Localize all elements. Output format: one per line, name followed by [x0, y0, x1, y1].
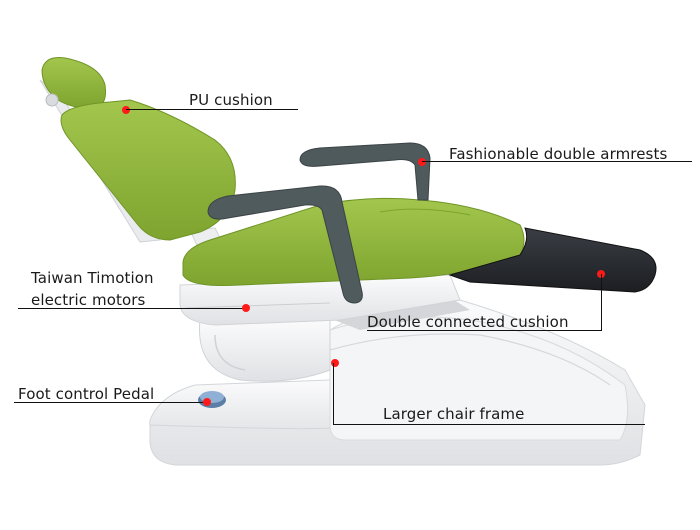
backrest-cushion	[60, 99, 236, 241]
leader-line-motors	[18, 308, 246, 309]
label-frame: Larger chair frame	[383, 405, 525, 423]
label-armrests: Fashionable double armrests	[449, 145, 668, 163]
leader-line-armrests	[422, 161, 692, 162]
headrest	[41, 57, 106, 109]
label-double-cushion: Double connected cushion	[367, 313, 569, 331]
label-pu-cushion: PU cushion	[189, 91, 273, 109]
marker-frame	[331, 359, 339, 367]
chair-base	[149, 299, 646, 466]
foot-pedal	[198, 391, 226, 408]
marker-foot-pedal	[203, 398, 211, 406]
front-armrest	[207, 185, 363, 304]
leader-line-double-cushion	[367, 330, 602, 331]
leader-line-pu-cushion	[126, 109, 298, 110]
leader-line-frame-vertical	[333, 363, 334, 424]
rear-armrest	[299, 142, 431, 201]
label-motors-line1: Taiwan Timotion	[31, 269, 154, 287]
label-foot-pedal: Foot control Pedal	[18, 385, 155, 403]
label-motors-line2: electric motors	[31, 291, 146, 309]
marker-motors	[242, 304, 250, 312]
leader-line-double-cushion-vertical	[601, 274, 602, 330]
motor-housing	[179, 274, 461, 326]
marker-pu-cushion	[122, 106, 130, 114]
marker-armrests	[418, 158, 426, 166]
leader-line-foot-pedal	[14, 402, 207, 403]
leader-line-frame	[333, 424, 645, 425]
